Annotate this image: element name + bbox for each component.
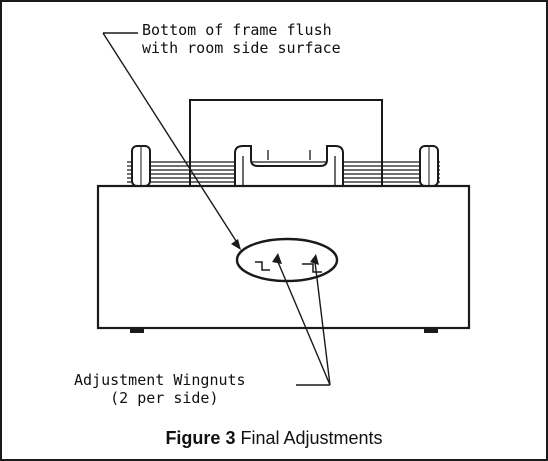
wingnut-opening <box>235 237 339 283</box>
arrowhead-top <box>231 239 241 250</box>
leader-wingnuts <box>277 261 331 386</box>
callout-wingnuts-line2: (2 per side) <box>74 389 219 407</box>
center-bracket <box>234 145 344 187</box>
feet <box>130 328 438 333</box>
callout-frame-flush: Bottom of frame flush with room side sur… <box>142 21 341 57</box>
wingnut-right-icon <box>310 254 319 265</box>
wingnut-left-icon <box>272 253 282 264</box>
figure-caption: Figure 3 Final Adjustments <box>0 428 548 449</box>
callout-wingnuts: Adjustment Wingnuts (2 per side) <box>74 371 246 407</box>
figure-label: Figure 3 <box>165 428 236 448</box>
figure-caption-text: Final Adjustments <box>240 428 383 448</box>
right-post <box>419 145 439 187</box>
callout-frame-flush-line2: with room side surface <box>142 39 341 57</box>
leader-top <box>102 32 239 245</box>
left-post <box>131 145 151 187</box>
callout-wingnuts-line1: Adjustment Wingnuts <box>74 371 246 389</box>
callout-frame-flush-line1: Bottom of frame flush <box>142 21 332 39</box>
